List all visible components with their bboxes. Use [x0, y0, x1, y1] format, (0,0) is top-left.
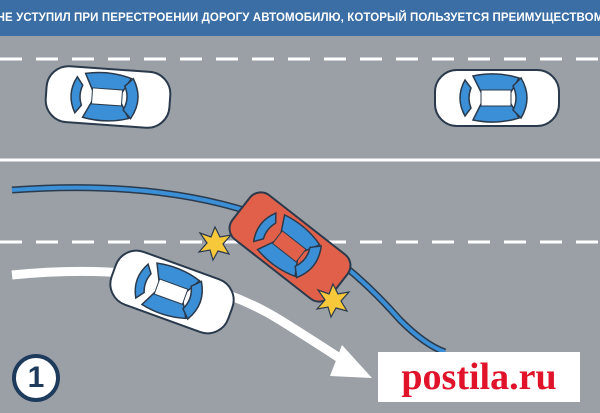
- white-car-icon: [434, 69, 560, 127]
- caption-banner: «НЕ УСТУПИЛ ПРИ ПЕРЕСТРОЕНИИ ДОРОГУ АВТО…: [0, 0, 600, 36]
- watermark-logo: postila.ru: [378, 352, 580, 402]
- trajectory-arrow-icon: [11, 266, 353, 369]
- arrow-head-icon: [330, 345, 372, 378]
- white-car-icon: [43, 63, 173, 131]
- scenario-number-badge: 1: [12, 354, 60, 402]
